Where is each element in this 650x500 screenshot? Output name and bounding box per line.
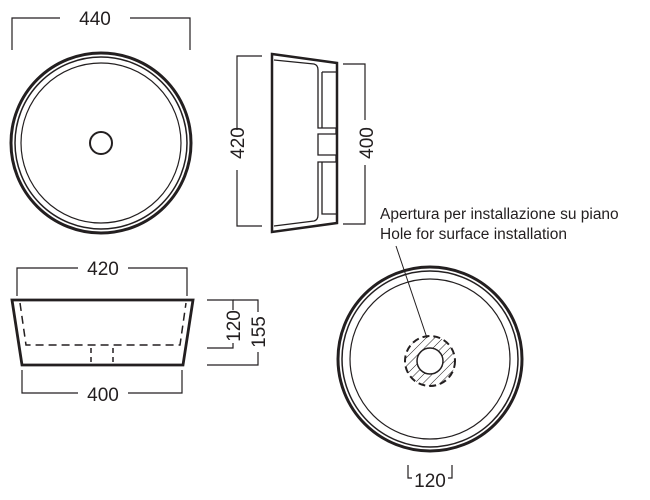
basin-bottom-outer [336, 265, 524, 453]
basin-inner-dashed [19, 302, 187, 346]
dim-line-hole [448, 465, 453, 479]
dim-400-front-label: 400 [87, 385, 119, 406]
dim-line-120 [207, 343, 234, 349]
dim-line-400 [343, 165, 366, 225]
dim-420-label: 420 [228, 127, 249, 159]
basin-side-profile [270, 52, 339, 234]
dim-line-155 [233, 299, 259, 312]
dim-400-label: 400 [357, 127, 378, 159]
basin-outer-rim [9, 51, 193, 235]
dim-line-400-front [21, 370, 78, 394]
dim-440-label: 440 [79, 9, 111, 30]
dim-line-155 [207, 352, 259, 366]
dim-line-400-front [128, 370, 183, 394]
dim-line-420-front [128, 267, 188, 296]
top-view: 440 [9, 9, 193, 235]
basin-side-detail [321, 71, 336, 215]
basin-front-profile [10, 298, 195, 367]
basin-rim-inner [14, 56, 188, 230]
note-english: Hole for surface installation [380, 226, 567, 243]
dim-155-label: 155 [249, 316, 270, 348]
dim-120-label: 120 [224, 310, 245, 342]
bottom-view: Apertura per installazione su piano Hole… [336, 206, 619, 492]
note-italian: Apertura per installazione su piano [380, 206, 619, 223]
leader-line [395, 245, 428, 339]
dim-line-400 [343, 63, 366, 120]
basin-bowl [20, 62, 182, 224]
basin-bottom-base [349, 278, 511, 440]
dim-line-440 [11, 17, 60, 50]
front-view: 420 400 120 155 [10, 259, 270, 406]
dim-420-front-label: 420 [87, 259, 119, 280]
dim-line-hole [407, 465, 412, 479]
dim-line-420-front [16, 267, 78, 296]
drain-hole [89, 131, 113, 155]
drain-hole-bottom [416, 347, 444, 375]
drain-dashed [90, 348, 114, 365]
dim-line-440 [130, 17, 191, 50]
basin-bottom-rim [341, 270, 519, 448]
dim-line-420 [236, 55, 262, 130]
dim-line-120 [207, 299, 234, 310]
dim-hole-label: 120 [414, 471, 446, 492]
dim-line-420 [236, 170, 262, 227]
basin-side-inner-profile [273, 59, 337, 227]
side-view: 420 400 [228, 52, 378, 234]
